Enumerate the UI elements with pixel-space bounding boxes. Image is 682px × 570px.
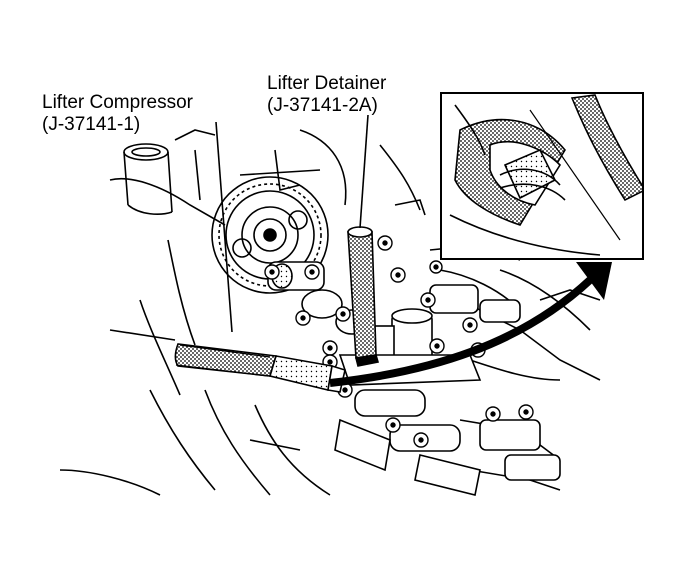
lifter-compressor-name: Lifter Compressor (42, 92, 193, 113)
callout-arrowhead (576, 262, 612, 300)
lifter-detainer-name: Lifter Detainer (267, 73, 387, 94)
leader-lines (215, 114, 369, 333)
lifter-detainer-tool (347, 226, 380, 367)
timing-gear (211, 176, 329, 294)
lifter-detainer-label: Lifter Detainer (J-37141-2A) (267, 73, 386, 117)
lifter-compressor-part-number: (J-37141-1) (42, 114, 141, 135)
lifter-compressor-tool (174, 343, 346, 393)
compressor-leader-line (215, 121, 233, 333)
lifter-detainer-part-number: (J-37141-2A) (267, 95, 378, 116)
detainer-leader-line (359, 114, 369, 229)
lifter-compressor-label: Lifter Compressor (J-37141-1) (42, 92, 193, 136)
inset-detail (440, 92, 644, 260)
callout-arrow (329, 277, 593, 387)
